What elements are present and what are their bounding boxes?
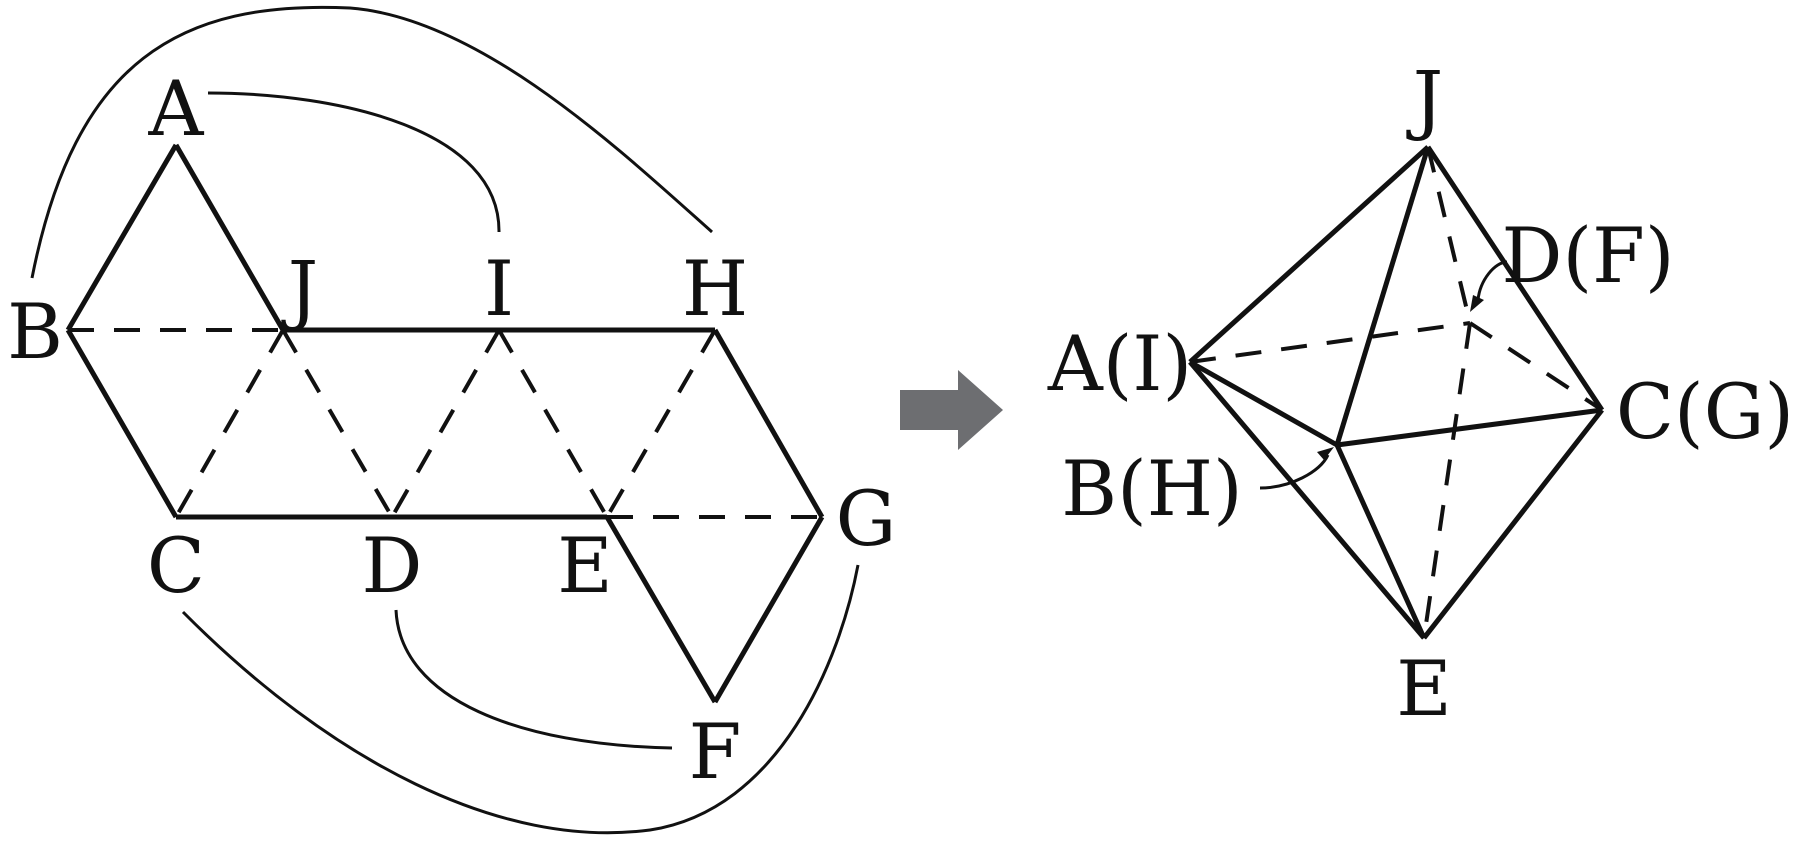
oct-edge-a-d [1189, 321, 1471, 364]
net-curve-c-g [181, 564, 860, 835]
net-curve-b-h [30, 5, 713, 279]
oct-edge-b-c [1336, 407, 1603, 448]
oct-edge-d-c [1468, 321, 1604, 412]
net-label-i: I [484, 244, 514, 333]
right-arrow-icon [900, 370, 1003, 450]
oct-pointer-df-head [1470, 295, 1484, 312]
net-label-e: E [557, 521, 612, 610]
oct-edge-j-c [1425, 145, 1605, 412]
net-edge-c-b [65, 328, 179, 519]
net-fold-i-e [497, 328, 609, 519]
oct-label-ai: A(I) [1047, 319, 1192, 408]
oct-label-j: J [1406, 54, 1443, 143]
oct-edge-a-b [1188, 359, 1339, 448]
net-fold-j-d [281, 328, 394, 519]
oct-label-df: D(F) [1502, 211, 1675, 300]
oct-label-e: E [1396, 644, 1451, 733]
net-label-g: G [836, 474, 897, 563]
oct-pointer-bh-head [1317, 447, 1334, 460]
oct-label-cg: C(G) [1616, 367, 1794, 456]
oct-edge-j-b [1334, 146, 1431, 446]
oct-label-bh: B(H) [1061, 444, 1242, 533]
net-edge-a-j [173, 143, 286, 332]
oct-edge-j-d [1426, 146, 1472, 324]
net-label-c: C [147, 521, 205, 610]
oct-pointer-bh [1259, 454, 1330, 490]
oct-edge-j-a [1188, 145, 1430, 364]
net-edge-h-g [712, 328, 825, 519]
net-edge-g-f [712, 515, 825, 704]
oct-edge-a-e [1188, 360, 1426, 640]
oct-edge-b-e [1334, 443, 1427, 640]
net-label-a: A [148, 64, 205, 153]
net-curve-d-f [394, 609, 673, 750]
net-label-b: B [7, 287, 63, 376]
oct-edge-c-e [1422, 408, 1604, 640]
net-label-j: J [281, 244, 318, 333]
net-fold-i-d [390, 329, 501, 518]
net-fold-h-e [605, 328, 717, 519]
net-fold-j-c [174, 329, 285, 518]
octahedron-solid: J A(I) D(F) C(G) B(H) E [1047, 54, 1794, 733]
oct-edge-d-e [1422, 322, 1472, 639]
octahedron-net: A B J I H G C D E F [7, 5, 897, 835]
net-edge-f-e [604, 515, 718, 704]
net-label-h: H [682, 244, 748, 333]
net-edge-b-a [65, 143, 179, 332]
net-label-d: D [362, 521, 423, 610]
oct-pointer-df [1476, 260, 1508, 301]
net-label-f: F [689, 707, 742, 796]
net-curve-a-i [207, 91, 501, 233]
